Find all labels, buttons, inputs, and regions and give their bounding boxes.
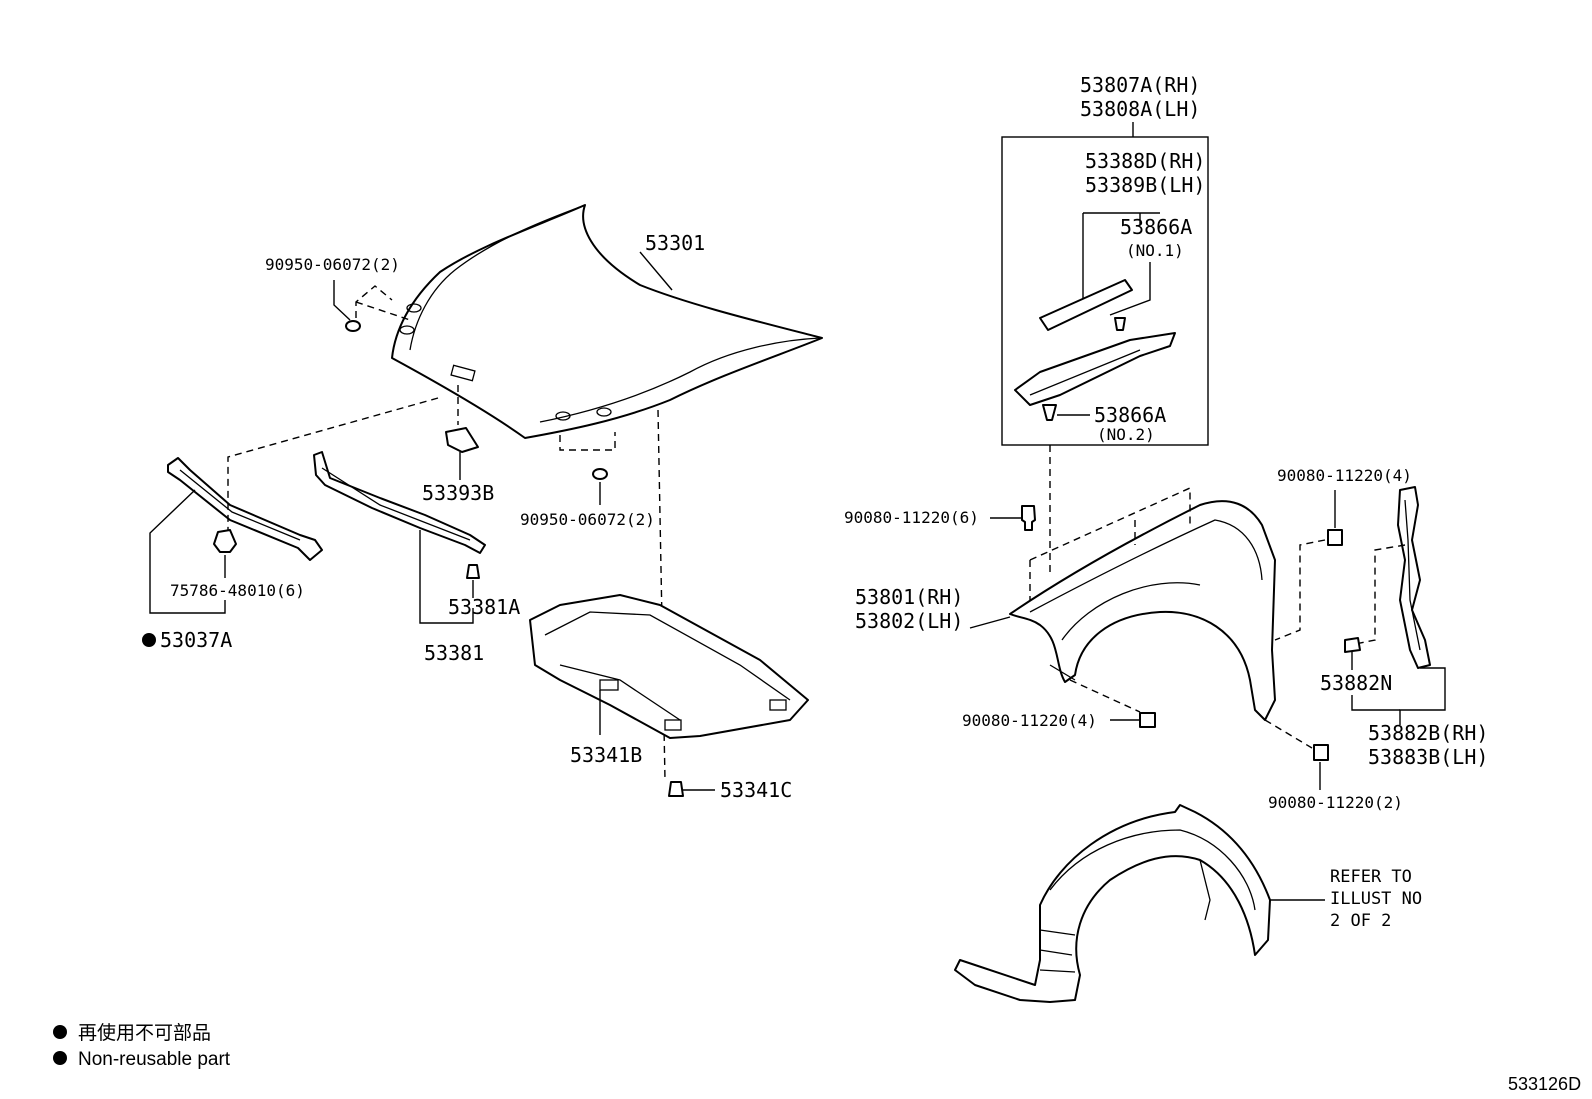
label-90950-top: 90950-06072(2) [265, 255, 400, 274]
clip-53381a[interactable] [466, 564, 480, 579]
label-90080-6: 90080-11220(6) [844, 508, 979, 527]
label-53381: 53381 [424, 641, 484, 665]
clip-75786[interactable] [213, 529, 237, 553]
hood-insulator-53341b[interactable] [529, 594, 809, 739]
bolt-90080-4-low[interactable] [1139, 712, 1156, 728]
label-53388d: 53388D(RH) [1085, 149, 1205, 173]
label-53866a-no2: 53866A [1094, 403, 1166, 427]
clip-53866a-no2[interactable] [1042, 404, 1057, 421]
label-53808a: 53808A(LH) [1080, 97, 1200, 121]
label-refer-3: 2 OF 2 [1330, 911, 1391, 931]
label-53882n: 53882N [1320, 671, 1392, 695]
fender-bracket-53882b[interactable] [1397, 486, 1431, 669]
hood-seal-53381[interactable] [313, 451, 486, 554]
label-53393b: 53393B [422, 481, 494, 505]
label-refer-2: ILLUST NO [1330, 889, 1422, 909]
hood-seal-53037a[interactable] [167, 457, 323, 561]
legend-line-1: 再使用不可部品 [78, 1022, 211, 1044]
label-53866a-no1-note: (NO.1) [1126, 241, 1184, 260]
label-53866a-no1: 53866A [1120, 215, 1192, 239]
label-refer-1: REFER TO [1330, 867, 1412, 887]
label-53301: 53301 [645, 231, 705, 255]
label-90080-2: 90080-11220(2) [1268, 793, 1403, 812]
label-53381a: 53381A [448, 595, 520, 619]
clip-53341c[interactable] [668, 781, 684, 797]
label-53801: 53801(RH) [855, 585, 963, 609]
non-reusable-dot-icon [142, 633, 156, 647]
label-53341c: 53341C [720, 778, 792, 802]
clip-53866a-no1[interactable] [1114, 317, 1126, 331]
hood-bracket-53393b[interactable] [445, 427, 479, 453]
seal-strip-53388d[interactable] [1039, 279, 1133, 331]
label-53866a-no2-note: (NO.2) [1097, 425, 1155, 444]
bolt-90080-2[interactable] [1313, 744, 1329, 761]
bolt-90080-6[interactable] [1021, 505, 1036, 531]
fender-bracket-53807a[interactable] [1014, 332, 1176, 406]
label-90080-4-low: 90080-11220(4) [962, 711, 1097, 730]
label-53883b: 53883B(LH) [1368, 745, 1488, 769]
legend-dot-icon [53, 1051, 67, 1065]
grommet-90950-mid[interactable] [592, 468, 608, 480]
assembly-box-53807a [1001, 136, 1209, 446]
label-75786: 75786-48010(6) [170, 581, 305, 600]
label-53389b: 53389B(LH) [1085, 173, 1205, 197]
label-53802: 53802(LH) [855, 609, 963, 633]
label-53807a: 53807A(RH) [1080, 73, 1200, 97]
bolt-90080-4-top[interactable] [1327, 529, 1343, 546]
diagram-id: 533126D [1508, 1074, 1581, 1094]
label-53037a: 53037A [160, 628, 232, 652]
legend-dot-icon [53, 1025, 67, 1039]
label-90080-4-top: 90080-11220(4) [1277, 466, 1412, 485]
clip-53882n[interactable] [1344, 637, 1361, 653]
grommet-90950-top[interactable] [345, 320, 361, 332]
front-fender-53801[interactable] [1009, 500, 1276, 721]
label-53341b: 53341B [570, 743, 642, 767]
hood-panel[interactable] [391, 204, 823, 439]
label-90950-mid: 90950-06072(2) [520, 510, 655, 529]
fender-liner[interactable] [954, 804, 1271, 1003]
label-53882b: 53882B(RH) [1368, 721, 1488, 745]
legend-line-2: Non-reusable part [78, 1049, 231, 1070]
